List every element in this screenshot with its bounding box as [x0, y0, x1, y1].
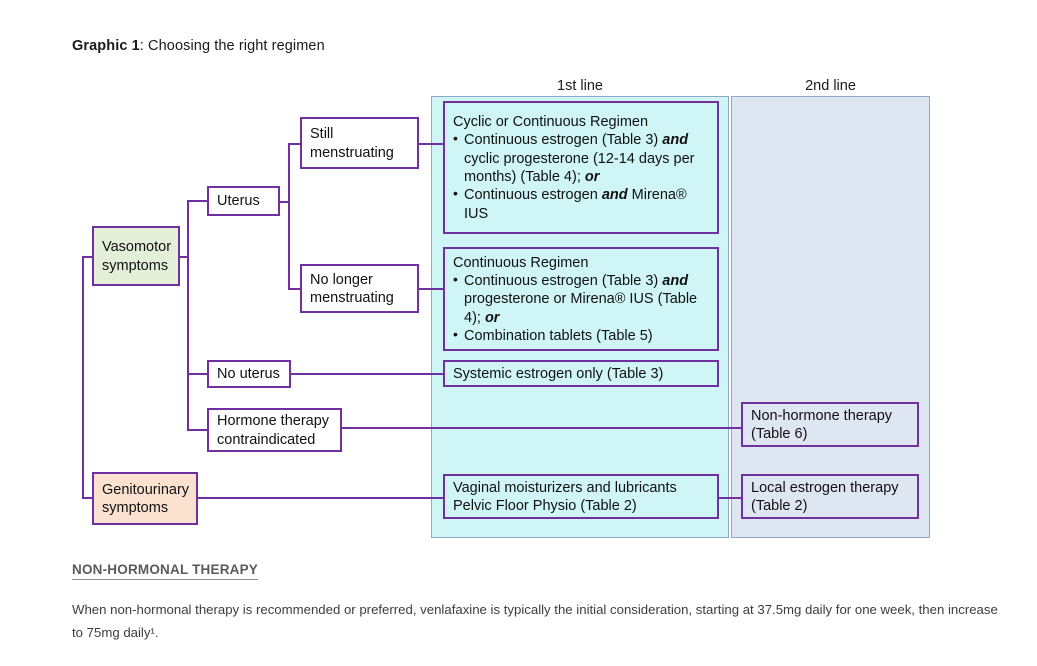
cyclic-box-title: Cyclic or Continuous Regimen [453, 114, 649, 131]
non-hormone-box-line2: (Table 6) [751, 426, 808, 442]
node-uterus[interactable]: Uterus [207, 186, 280, 216]
bullet-item: Continuous estrogen (Table 3) and cyclic… [453, 130, 710, 186]
bullet-item: Continuous estrogen (Table 3) and proges… [453, 271, 710, 327]
non-hormonal-therapy-body: When non-hormonal therapy is recommended… [72, 602, 998, 641]
node-vasomotor-label: Vasomotor symptoms [102, 239, 172, 274]
column-header-second-line: 2nd line [805, 78, 856, 94]
node-vasomotor-symptoms[interactable]: Vasomotor symptoms [92, 226, 180, 286]
connector-contraindicated-to-non-hormone [342, 427, 743, 429]
connector-branch-to-contraindicated [187, 429, 209, 431]
bullet-item: Combination tablets (Table 5) [453, 326, 710, 345]
non-hormone-box-line1: Non-hormone therapy [751, 407, 893, 424]
node-still-menstruating[interactable]: Still menstruating [300, 117, 419, 169]
connector-branch-to-no-longer [288, 288, 302, 290]
node-still-menstruating-label: Still menstruating [310, 126, 394, 161]
node-non-hormone-therapy[interactable]: Non-hormone therapy (Table 6) [741, 402, 919, 447]
connector-root-to-vasomotor [82, 256, 94, 258]
node-no-longer-menstruating[interactable]: No longer menstruating [300, 264, 419, 313]
node-no-uterus[interactable]: No uterus [207, 360, 291, 388]
connector-root-to-genitourinary [82, 497, 94, 499]
page-title-prefix: Graphic 1 [72, 38, 140, 54]
node-continuous-regimen[interactable]: Continuous Regimen Continuous estrogen (… [443, 247, 719, 351]
connector-vaginal-to-local-estrogen [719, 497, 743, 499]
connector-uterus-branch-vertical [288, 143, 290, 289]
node-local-estrogen-therapy[interactable]: Local estrogen therapy (Table 2) [741, 474, 919, 519]
connector-no-longer-to-continuous [419, 288, 445, 290]
continuous-box-bullets: Continuous estrogen (Table 3) and proges… [453, 271, 710, 345]
node-genitourinary-label: Genitourinary symptoms [102, 481, 190, 516]
column-header-first-line: 1st line [557, 78, 603, 94]
page-title-rest: : Choosing the right regimen [139, 38, 325, 54]
node-systemic-estrogen-only[interactable]: Systemic estrogen only (Table 3) [443, 360, 719, 387]
vaginal-box-line1: Vaginal moisturizers and lubricants [453, 479, 677, 496]
connector-genitourinary-to-vaginal [198, 497, 445, 499]
connector-uterus-out [280, 201, 290, 203]
local-estrogen-box-line2: (Table 2) [751, 498, 808, 514]
vaginal-box-line2: Pelvic Floor Physio (Table 2) [453, 498, 637, 514]
non-hormonal-therapy-heading: NON-HORMONAL THERAPY [72, 562, 258, 580]
page-title: Graphic 1: Choosing the right regimen [72, 38, 325, 54]
node-no-uterus-label: No uterus [217, 366, 280, 383]
cyclic-box-bullets: Continuous estrogen (Table 3) and cyclic… [453, 130, 710, 223]
continuous-box-title: Continuous Regimen [453, 254, 589, 271]
node-genitourinary-symptoms[interactable]: Genitourinary symptoms [92, 472, 198, 525]
node-no-longer-menstruating-label: No longer menstruating [310, 271, 394, 306]
connector-still-to-cyclic [419, 143, 445, 145]
connector-root-vertical [82, 256, 84, 499]
node-contraindicated-label: Hormone therapy contraindicated [217, 413, 330, 448]
systemic-box-line1: Systemic estrogen only (Table 3) [453, 365, 664, 382]
node-cyclic-or-continuous-regimen[interactable]: Cyclic or Continuous Regimen Continuous … [443, 101, 719, 234]
connector-branch-to-no-uterus [187, 373, 209, 375]
node-hormone-therapy-contraindicated[interactable]: Hormone therapy contraindicated [207, 408, 342, 452]
connector-vasomotor-branch-vertical [187, 200, 189, 430]
connector-vasomotor-out [180, 256, 189, 258]
node-uterus-label: Uterus [217, 193, 260, 210]
connector-branch-to-still [288, 143, 302, 145]
bullet-item: Continuous estrogen and Mirena® IUS [453, 185, 710, 223]
second-line-panel [731, 96, 930, 538]
connector-branch-to-uterus [187, 200, 209, 202]
node-vaginal-moisturizers[interactable]: Vaginal moisturizers and lubricants Pelv… [443, 474, 719, 519]
local-estrogen-box-line1: Local estrogen therapy [751, 479, 899, 496]
connector-no-uterus-to-systemic [291, 373, 445, 375]
